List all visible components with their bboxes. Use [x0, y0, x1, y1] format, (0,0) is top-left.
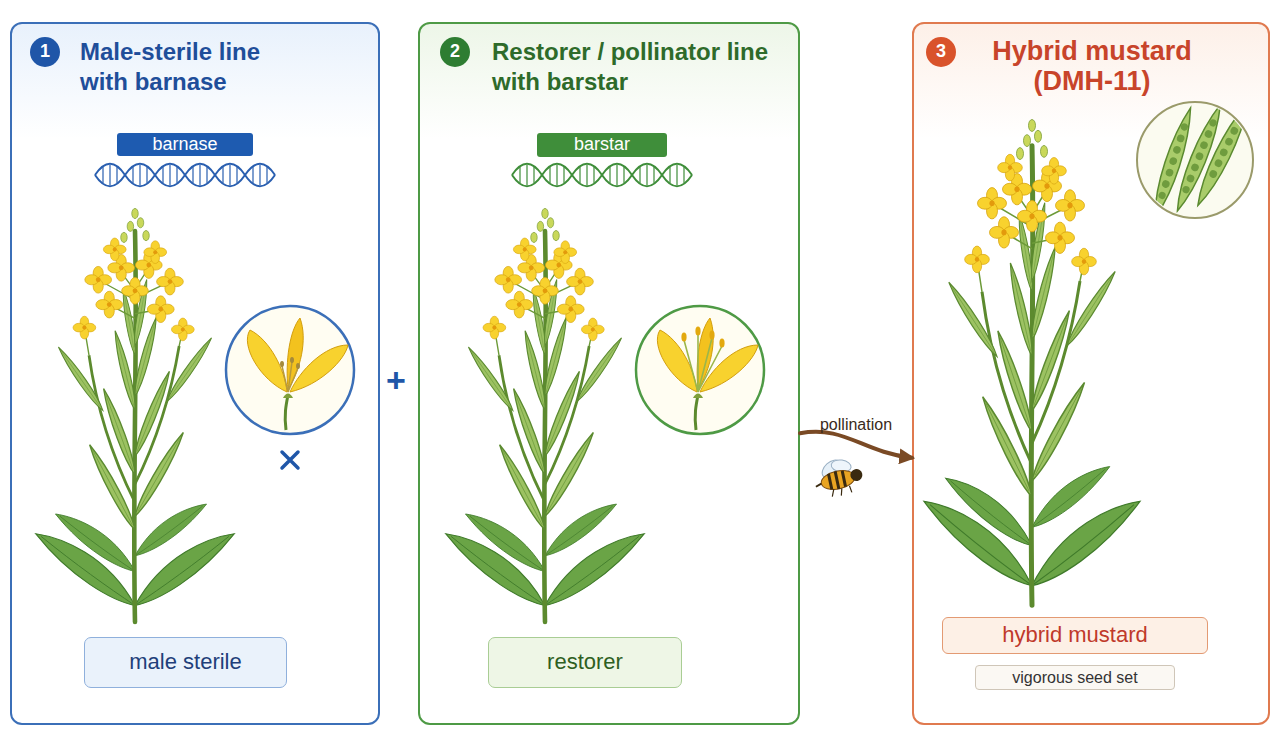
illustration-part	[1191, 99, 1255, 209]
illustration-part	[1170, 102, 1227, 214]
illustration-part	[282, 452, 298, 468]
illustration-part	[1195, 151, 1205, 161]
illustration-part	[1199, 140, 1209, 150]
illustration-part	[684, 334, 722, 392]
illustration-part	[1181, 185, 1190, 194]
dna-helix	[95, 164, 275, 187]
illustration-part	[1213, 158, 1223, 168]
illustration-part	[226, 306, 354, 434]
illustration-part	[1172, 145, 1182, 155]
step-number-text: 2	[450, 42, 460, 62]
illustration-part	[1148, 99, 1255, 220]
illustration-part	[287, 318, 303, 390]
panel-heading: Restorer / pollinator line with barstar	[492, 37, 792, 97]
box-text: barnase	[152, 135, 217, 155]
illustration-part	[1168, 156, 1178, 166]
illustration-part	[1181, 118, 1218, 194]
result-box: hybrid mustard	[942, 617, 1208, 654]
illustration-part	[1208, 118, 1217, 127]
trait-box: male sterile	[84, 637, 287, 688]
illustration-part	[1191, 99, 1255, 209]
panel-box: Male-sterile line with barnase 1 barnase ma…	[10, 22, 380, 725]
illustration-part	[719, 339, 724, 348]
illustration-part	[296, 363, 300, 369]
pod-inset	[1137, 99, 1255, 220]
step-number: 2	[440, 37, 470, 67]
note-box: vigorous seed set	[975, 665, 1175, 690]
illustration-part	[280, 361, 284, 367]
plus-sign: +	[381, 358, 411, 402]
panel-box: Restorer / pollinator line with barstar 2…	[418, 22, 800, 725]
illustration-part	[695, 395, 698, 430]
flower-inset	[226, 306, 354, 434]
illustration-part	[285, 395, 288, 430]
illustration-part	[828, 470, 845, 491]
illustration-part	[849, 468, 863, 482]
illustration-part	[709, 331, 714, 340]
illustration-part	[1176, 134, 1186, 144]
sterile-cross	[282, 452, 298, 468]
restorer-plant	[446, 208, 645, 622]
illustration-part	[1157, 122, 1189, 200]
box-text: male sterile	[129, 650, 241, 674]
illustration-part	[1224, 137, 1234, 147]
illustration-part	[695, 327, 700, 336]
illustration-part	[1180, 122, 1189, 131]
illustration-part	[636, 306, 764, 434]
illustration-part	[830, 459, 851, 474]
illustration-part	[1190, 162, 1200, 172]
box-text: restorer	[547, 650, 623, 674]
gene-label: barnase	[117, 133, 253, 156]
panel-box: Hybrid mustard (DMH-11) 3 hybrid mustard vi…	[912, 22, 1270, 725]
illustration-part	[1208, 115, 1244, 179]
illustration-part	[1158, 191, 1167, 200]
panel-heading: Male-sterile line with barnase	[80, 37, 295, 97]
illustration-part	[819, 457, 845, 482]
illustration-part	[1137, 102, 1253, 218]
illustration-part	[681, 333, 686, 342]
flower-inset	[636, 306, 764, 434]
illustration-part	[1148, 106, 1198, 220]
trait-box: restorer	[488, 637, 682, 688]
panel-heading: Hybrid mustard (DMH-11)	[962, 36, 1222, 96]
step-number: 1	[30, 37, 60, 67]
illustration-part	[1208, 169, 1218, 179]
illustration-part	[700, 345, 758, 392]
box-text: barstar	[574, 135, 630, 155]
step-number-text: 1	[40, 42, 50, 62]
illustration-part	[1161, 179, 1171, 189]
illustration-part	[693, 394, 703, 399]
step-number-text: 3	[936, 42, 946, 62]
illustration-part	[820, 468, 857, 493]
edge-label: pollination	[820, 416, 892, 434]
illustration-part	[1170, 102, 1227, 214]
illustration-part	[1229, 126, 1239, 136]
box-text: hybrid mustard	[1002, 623, 1148, 647]
illustration-part	[290, 345, 348, 392]
pollination-arrow	[800, 432, 912, 458]
illustration-part	[1186, 174, 1196, 184]
hybrid-plant	[924, 120, 1140, 605]
bee	[811, 452, 866, 501]
illustration-part	[283, 394, 293, 399]
illustration-part	[290, 357, 294, 363]
box-text: vigorous seed set	[1012, 669, 1137, 687]
illustration-part	[816, 484, 822, 487]
illustration-part	[657, 330, 697, 392]
illustration-part	[1165, 168, 1175, 178]
illustration-part	[1148, 106, 1198, 220]
gene-label: barstar	[537, 133, 667, 157]
illustration-part	[697, 318, 713, 390]
dna-helix	[512, 164, 692, 187]
male-sterile-plant	[36, 208, 235, 622]
illustration-part	[1235, 115, 1245, 125]
illustration-part	[1204, 129, 1214, 139]
illustration-part	[282, 362, 298, 392]
illustration-part	[247, 330, 287, 392]
illustration-part	[831, 486, 852, 498]
illustration-part	[1219, 147, 1229, 157]
step-number: 3	[926, 37, 956, 67]
